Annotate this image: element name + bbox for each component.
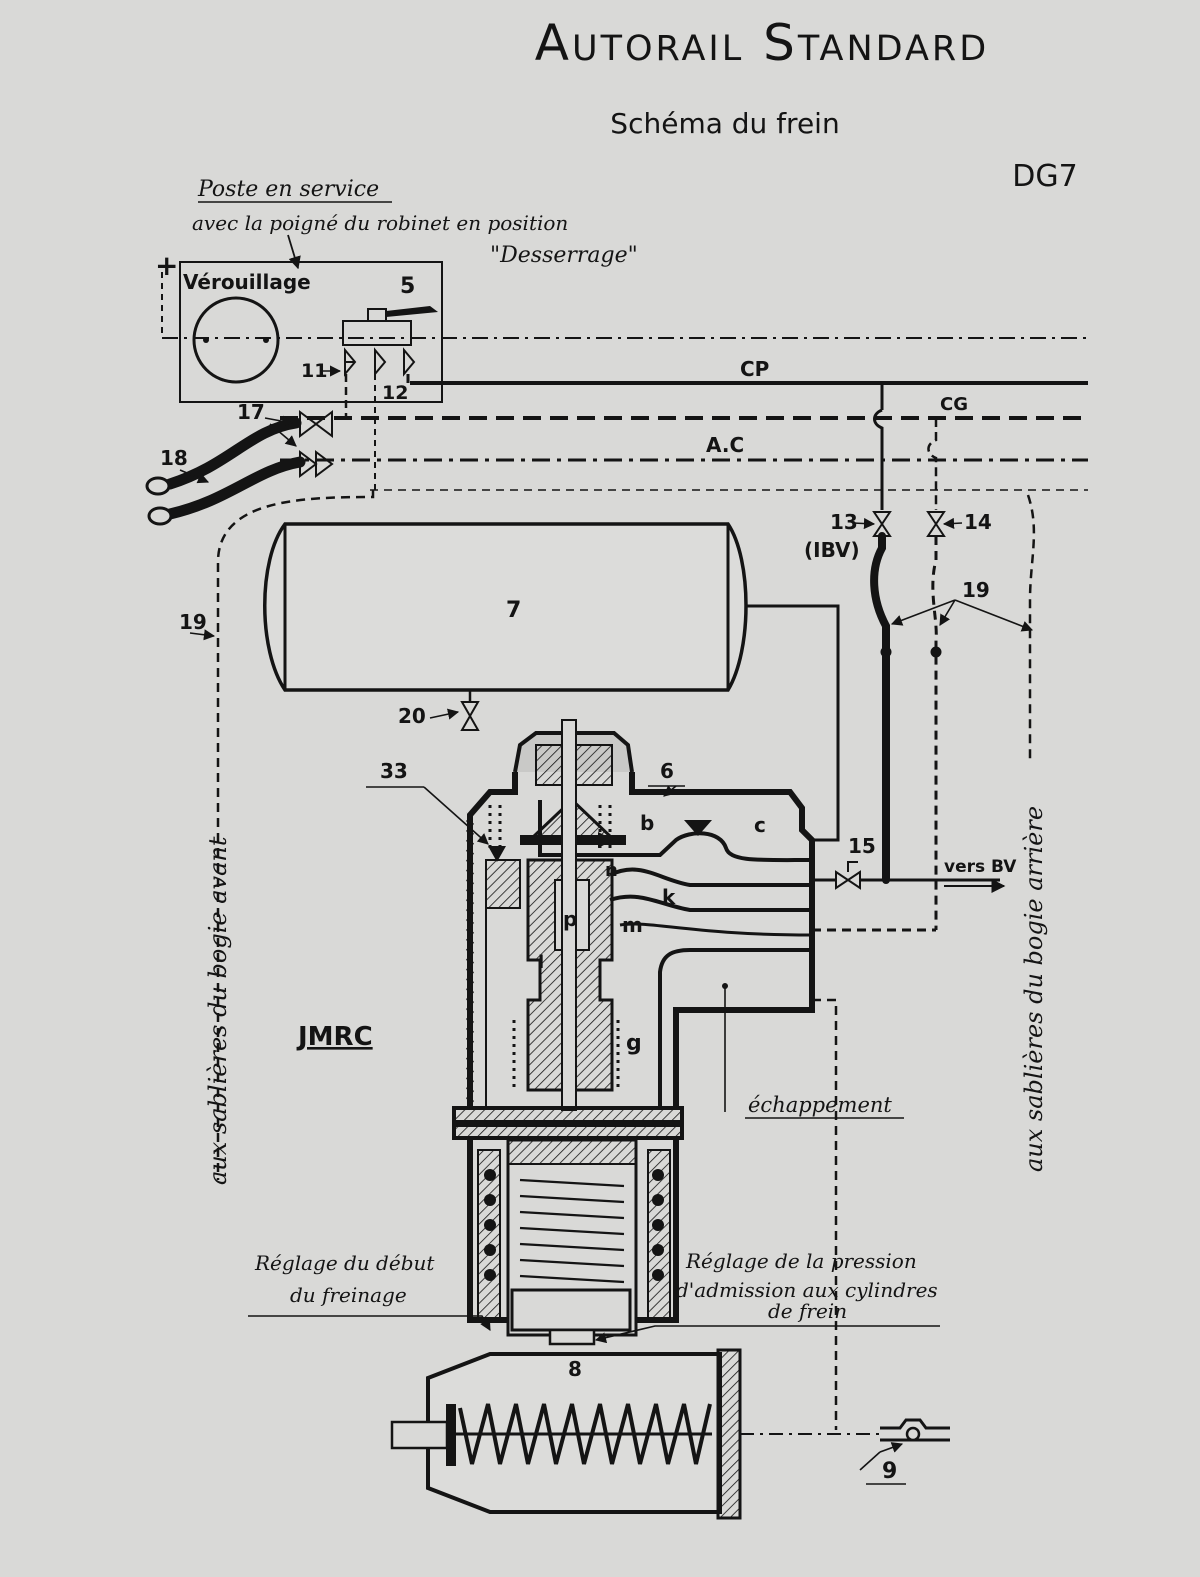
- sanding-line-front: [216, 490, 375, 1180]
- label-19-right: 19: [962, 578, 990, 602]
- label-m: m: [622, 913, 643, 937]
- label-14: 14: [964, 510, 992, 534]
- sheet-title: Autorail Standard: [535, 14, 989, 72]
- side-label-front: aux sablières du bogie avant: [204, 836, 232, 1185]
- label-19-left: 19: [179, 610, 207, 634]
- reglage-pression-line3: de frein: [768, 1299, 847, 1323]
- monogram: JMRC: [296, 1022, 373, 1052]
- sheet-reference: DG7: [1012, 159, 1077, 194]
- note-service-line2: avec la poigné du robinet en position: [192, 211, 568, 235]
- train-lines: [162, 337, 1088, 491]
- label-5: 5: [400, 274, 415, 299]
- label-b: b: [640, 811, 654, 835]
- brake-distributor: [452, 719, 815, 1346]
- valve-15: [812, 861, 1000, 932]
- reglage-debut-line2: du freinage: [290, 1283, 407, 1307]
- rear-branch: [870, 383, 1036, 930]
- line-cg-label: CG: [940, 394, 968, 415]
- label-12: 12: [382, 382, 408, 404]
- label-9: 9: [882, 1459, 897, 1484]
- label-p: p: [563, 907, 577, 931]
- box-plus-sign: +: [155, 249, 178, 282]
- label-g: g: [626, 1031, 642, 1056]
- side-label-rear: aux sablières du bogie arrière: [1020, 806, 1048, 1172]
- exhaust-label: échappement: [748, 1093, 892, 1117]
- note-service-line3: "Desserrage": [490, 243, 638, 268]
- brake-cylinder-8: [390, 1348, 880, 1520]
- label-18: 18: [160, 446, 188, 470]
- label-n: n: [605, 860, 618, 881]
- label-15: 15: [848, 834, 876, 858]
- line-cp-label: CP: [740, 357, 769, 381]
- label-k: k: [662, 885, 676, 909]
- label-7: 7: [506, 598, 521, 623]
- label-33: 33: [380, 759, 408, 783]
- reservoir-7: [263, 522, 840, 842]
- brake-valve-5: [342, 320, 412, 346]
- label-13: 13: [830, 510, 858, 534]
- box-verrouillage-label: Vérouillage: [183, 270, 311, 294]
- sheet-subtitle: Schéma du frein: [610, 107, 839, 140]
- verrouillage-box: + Vérouillage 5 11 12: [155, 249, 443, 404]
- service-note: Poste en service avec la poigné du robin…: [192, 177, 638, 270]
- line-ac-label: A.C: [706, 433, 744, 457]
- label-8: 8: [568, 1357, 582, 1381]
- label-vers-bv: vers BV: [944, 857, 1017, 877]
- label-ibv: (IBV): [804, 538, 860, 562]
- note-service-line1: Poste en service: [197, 177, 379, 202]
- label-6: 6: [660, 759, 674, 783]
- reglage-pression-line2: d'admission aux cylindres: [676, 1278, 938, 1302]
- label-c: c: [754, 813, 766, 837]
- reglage-pression-line1: Réglage de la pression: [685, 1249, 917, 1273]
- reglage-debut-line1: Réglage du début: [254, 1251, 435, 1275]
- label-11: 11: [301, 360, 327, 382]
- label-l: l: [538, 952, 544, 973]
- label-17: 17: [237, 400, 265, 424]
- lock-dial: [192, 296, 280, 384]
- cock-9: [859, 1418, 950, 1471]
- label-20: 20: [398, 704, 426, 728]
